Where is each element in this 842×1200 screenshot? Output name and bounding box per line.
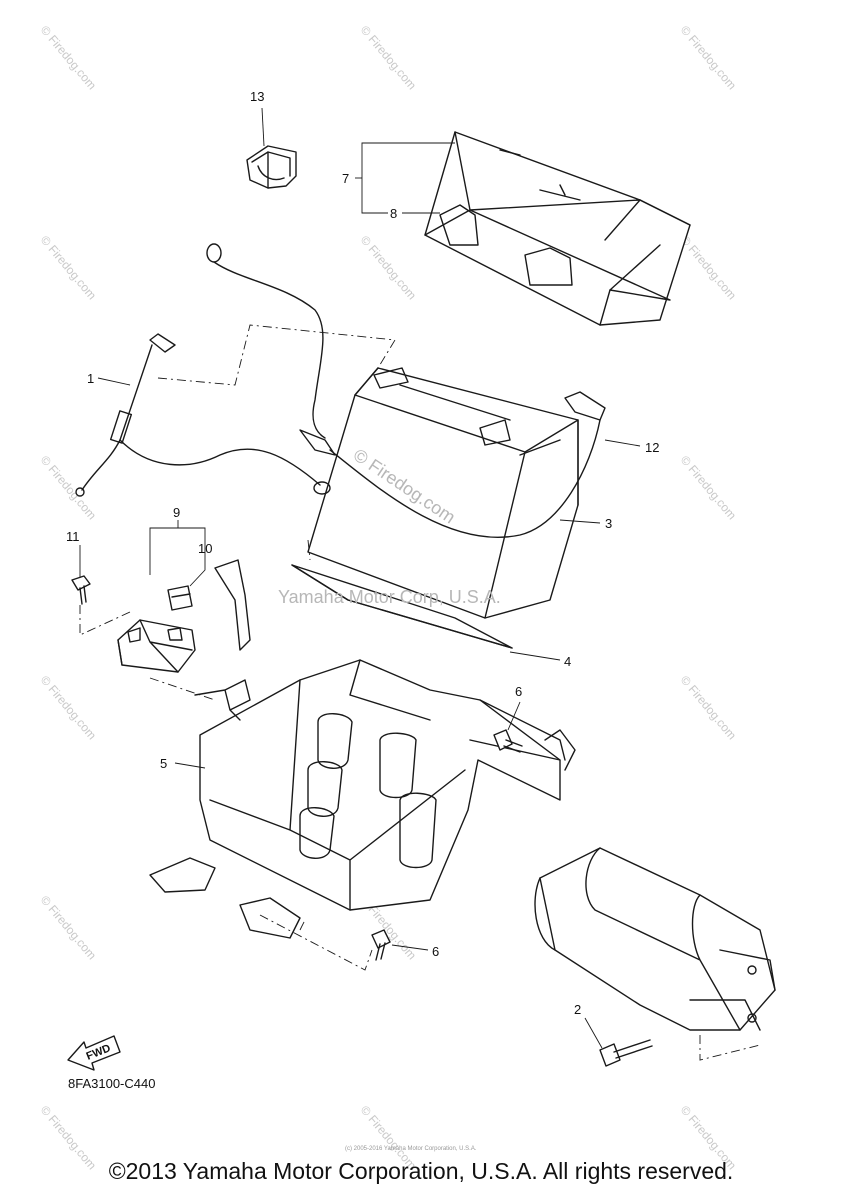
callout-12: 12	[645, 440, 659, 455]
callout-4: 4	[564, 654, 571, 669]
part-9-starter-relay	[117, 619, 196, 673]
callout-11: 11	[66, 529, 80, 544]
callout-2: 2	[574, 1002, 581, 1017]
callout-10: 10	[198, 541, 212, 556]
watermark-text: © Firedog.com	[678, 23, 739, 92]
watermark-text: © Firedog.com	[38, 673, 99, 742]
callout-13: 13	[250, 89, 264, 104]
part-13-clamp	[246, 145, 297, 189]
watermark-text: © Firedog.com	[358, 23, 419, 92]
part-6-bolt-lower	[371, 929, 391, 961]
watermark-text: © Firedog.com	[38, 453, 99, 522]
part-1-negative-cable	[75, 333, 331, 497]
part-6-bolt-upper	[493, 729, 523, 753]
watermark-text: © Firedog.com	[678, 233, 739, 302]
watermark-text: © Firedog.com	[678, 673, 739, 742]
callout-numbers: 1 2 3 4 5 6 6 7 8 9 10 11 12 13	[66, 89, 659, 1017]
watermark-text: © Firedog.com	[358, 233, 419, 302]
part-5-battery-box	[149, 559, 576, 939]
part-10-fuse	[167, 585, 193, 611]
watermark-text: © Firedog.com	[38, 23, 99, 92]
watermark-text: © Firedog.com	[678, 453, 739, 522]
callout-7: 7	[342, 171, 349, 186]
callout-6-upper: 6	[515, 684, 522, 699]
part-7-battery-cover	[424, 131, 691, 326]
callout-8: 8	[390, 206, 397, 221]
embedded-copyright: Yamaha Motor Corp, U.S.A.	[278, 587, 501, 607]
watermark-text: © Firedog.com	[38, 233, 99, 302]
callout-leaders	[79, 107, 641, 1049]
part-2-starter-motor	[534, 847, 776, 1031]
watermark-text: © Firedog.com	[38, 893, 99, 962]
part-2-bolt	[599, 1039, 653, 1067]
copyright-footer: ©2013 Yamaha Motor Corporation, U.S.A. A…	[108, 1158, 734, 1184]
fwd-arrow-icon: FWD	[67, 1035, 121, 1071]
callout-1: 1	[87, 371, 94, 386]
part-12-positive-cable	[206, 243, 606, 538]
callout-5: 5	[160, 756, 167, 771]
part-11-bolt	[71, 575, 91, 605]
callout-9: 9	[173, 505, 180, 520]
part-4-battery-pad	[291, 564, 513, 649]
assembly-lines	[79, 324, 761, 1061]
part-code: 8FA3100-C440	[68, 1076, 155, 1091]
callout-3: 3	[605, 516, 612, 531]
part-3-battery	[307, 367, 579, 619]
tiny-notice: (c) 2005-2016 Yamaha Motor Corporation, …	[345, 1146, 477, 1152]
callout-6-lower: 6	[432, 944, 439, 959]
